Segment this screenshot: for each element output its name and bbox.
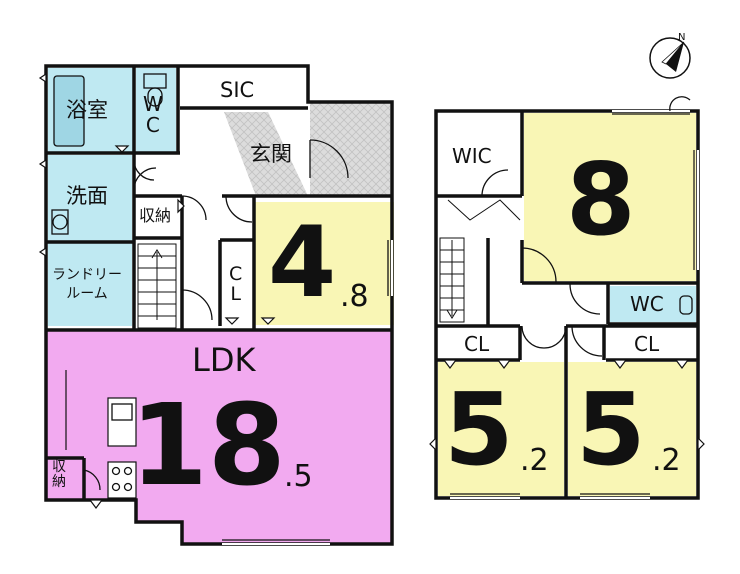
bath-label: 浴室 <box>66 98 108 122</box>
western-room-size: 4 <box>268 206 337 320</box>
entrance-step <box>224 112 308 196</box>
entrance-label: 玄関 <box>250 142 292 166</box>
bedroom-left-fill <box>438 362 564 496</box>
western-room-fill <box>254 202 394 325</box>
wc-1f-fill <box>136 68 176 152</box>
main-bedroom-size: 8 <box>566 141 636 258</box>
compass-north-label: N <box>678 32 686 43</box>
wc-2f-fill <box>610 286 696 322</box>
wc-2f-label: WC <box>630 292 664 316</box>
storage-upper-label: 収納 <box>139 206 172 225</box>
bedroom-right-fill <box>568 362 696 496</box>
entrance-tile <box>310 102 390 197</box>
ldk-size: 18 <box>130 381 286 511</box>
cl-right-label: CL <box>634 332 660 356</box>
sic-label: SIC <box>220 78 255 102</box>
western-room-size-decimal: .8 <box>340 279 369 314</box>
compass <box>649 37 691 79</box>
first-floor <box>38 64 394 546</box>
wc-1f-label: W C <box>143 92 163 137</box>
laundry-fill <box>48 243 132 326</box>
second-floor <box>429 96 705 500</box>
washroom-fill <box>48 155 132 241</box>
closet-1f-label: C L <box>229 263 243 305</box>
cl-left-label: CL <box>464 332 490 356</box>
wic-label: WIC <box>452 144 492 168</box>
bedroom-left-size: 5 <box>444 371 514 488</box>
bedroom-left-size-decimal: .2 <box>520 443 549 478</box>
washroom-label: 洗面 <box>66 184 108 208</box>
laundry-label: ランドリー ルーム <box>52 267 122 302</box>
main-bedroom-fill <box>524 113 696 281</box>
bedroom-right-size: 5 <box>576 371 646 488</box>
storage-lower-label: 収 納 <box>52 459 66 491</box>
bedroom-right-size-decimal: .2 <box>652 443 681 478</box>
ldk-label: LDK <box>192 341 256 379</box>
ldk-size-decimal: .5 <box>284 459 313 494</box>
